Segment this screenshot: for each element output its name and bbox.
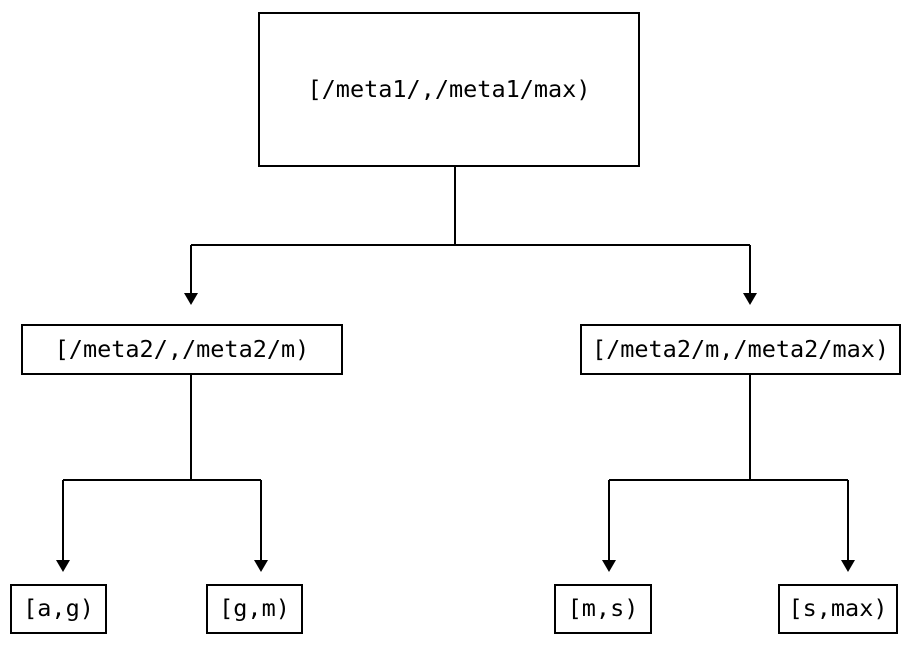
arrowhead-to-l2-left [184, 293, 198, 305]
node-leaf-g-m: [g,m) [206, 584, 303, 634]
node-leaf-g-m-label: [g,m) [219, 594, 290, 623]
node-leaf-s-max: [s,max) [778, 584, 898, 634]
arrowhead-to-l2-right [743, 293, 757, 305]
node-leaf-a-g-label: [a,g) [23, 594, 94, 623]
node-leaf-s-max-label: [s,max) [788, 594, 888, 623]
arrowhead-to-leaf-ms [602, 560, 616, 572]
node-level2-left-label: [/meta2/,/meta2/m) [54, 334, 310, 363]
arrowhead-to-leaf-smax [841, 560, 855, 572]
arrowhead-to-leaf-ag [56, 560, 70, 572]
node-leaf-m-s-label: [m,s) [567, 594, 639, 623]
node-root-label: [/meta1/,/meta1/max) [307, 74, 591, 103]
node-level2-right: [/meta2/m,/meta2/max) [580, 324, 901, 375]
node-level2-right-label: [/meta2/m,/meta2/max) [591, 334, 890, 363]
node-root: [/meta1/,/meta1/max) [258, 12, 640, 167]
node-leaf-m-s: [m,s) [554, 584, 652, 634]
node-level2-left: [/meta2/,/meta2/m) [21, 324, 343, 375]
arrowhead-to-leaf-gm [254, 560, 268, 572]
node-leaf-a-g: [a,g) [10, 584, 107, 634]
